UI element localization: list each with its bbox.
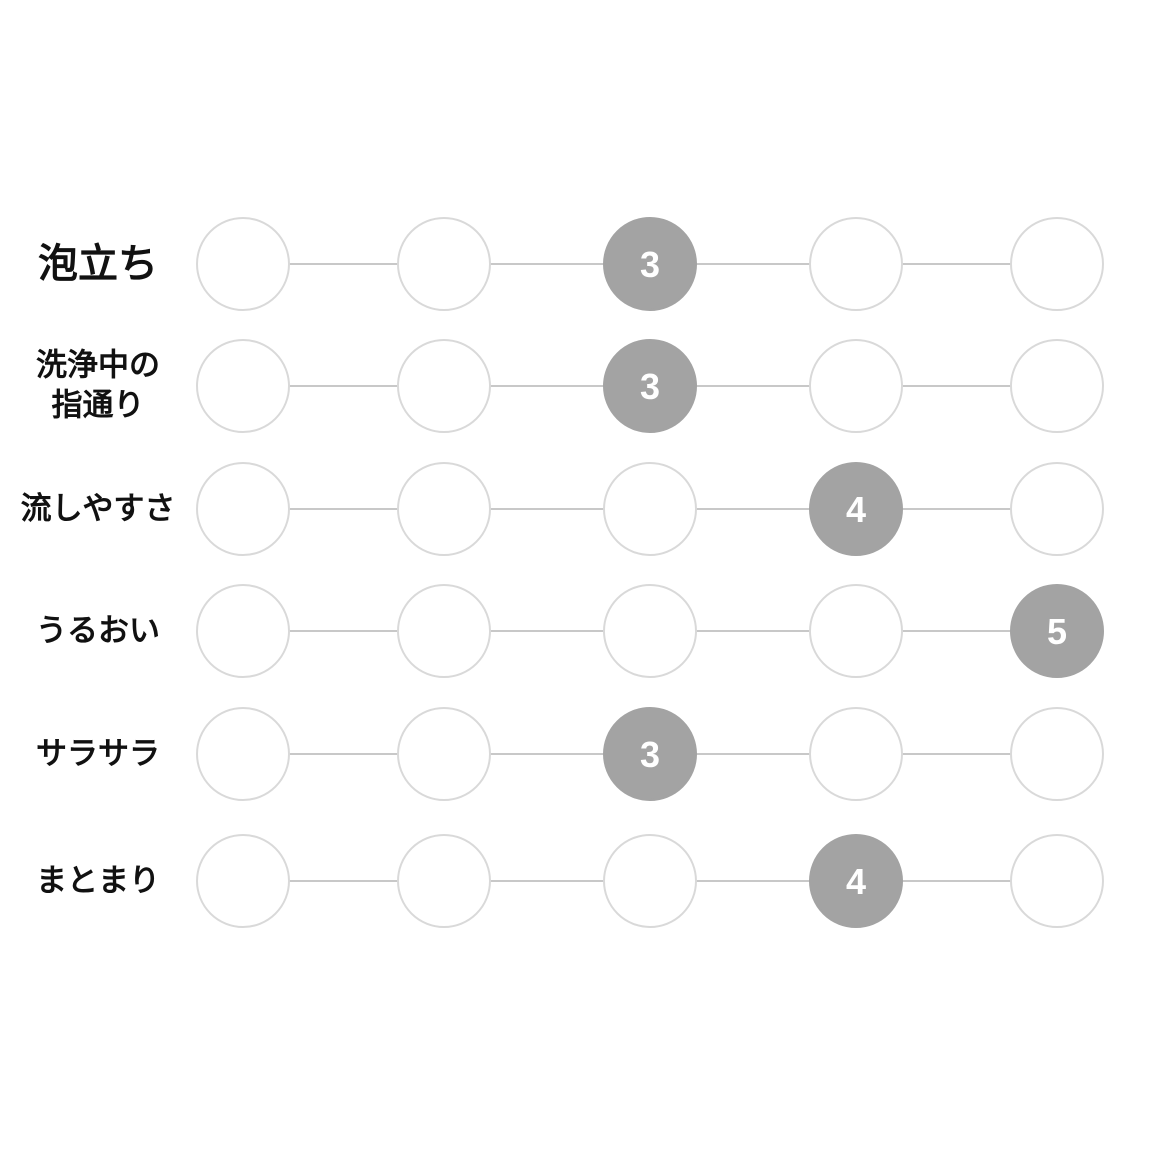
rating-marker (196, 217, 290, 311)
rating-marker (603, 834, 697, 928)
rating-marker (196, 707, 290, 801)
rating-marker (1010, 707, 1104, 801)
rating-marker (196, 462, 290, 556)
rating-marker (397, 339, 491, 433)
rating-marker-selected (603, 217, 697, 311)
rating-marker (809, 707, 903, 801)
rating-marker (1010, 834, 1104, 928)
rating-marker (809, 217, 903, 311)
rating-marker (603, 584, 697, 678)
row-label: 泡立ち (38, 241, 158, 287)
rating-marker (196, 834, 290, 928)
rating-marker (1010, 217, 1104, 311)
row-label: サラサラ (36, 735, 160, 772)
rating-marker (1010, 462, 1104, 556)
rating-value: 4 (846, 489, 866, 530)
rating-marker (809, 584, 903, 678)
rating-value: 4 (846, 861, 866, 902)
row-label: 流しやすさ (20, 490, 176, 527)
rating-marker (1010, 339, 1104, 433)
rating-marker (196, 339, 290, 433)
row-label: 洗浄中の 指通り (36, 347, 160, 424)
rating-marker-selected (603, 707, 697, 801)
rating-marker (397, 707, 491, 801)
row-label: まとまり (36, 862, 160, 899)
rating-value: 3 (640, 366, 660, 407)
rating-marker-selected (809, 462, 903, 556)
rating-marker (196, 584, 290, 678)
rating-marker (603, 462, 697, 556)
rating-marker (809, 339, 903, 433)
rating-marker (397, 834, 491, 928)
rating-marker (397, 462, 491, 556)
rating-marker-selected (603, 339, 697, 433)
rating-value: 3 (640, 734, 660, 775)
rating-value: 3 (640, 244, 660, 285)
rating-value: 5 (1047, 611, 1067, 652)
row-label: うるおい (36, 612, 160, 649)
rating-marker-selected (809, 834, 903, 928)
rating-marker (397, 217, 491, 311)
rating-marker (397, 584, 491, 678)
rating-marker-selected (1010, 584, 1104, 678)
